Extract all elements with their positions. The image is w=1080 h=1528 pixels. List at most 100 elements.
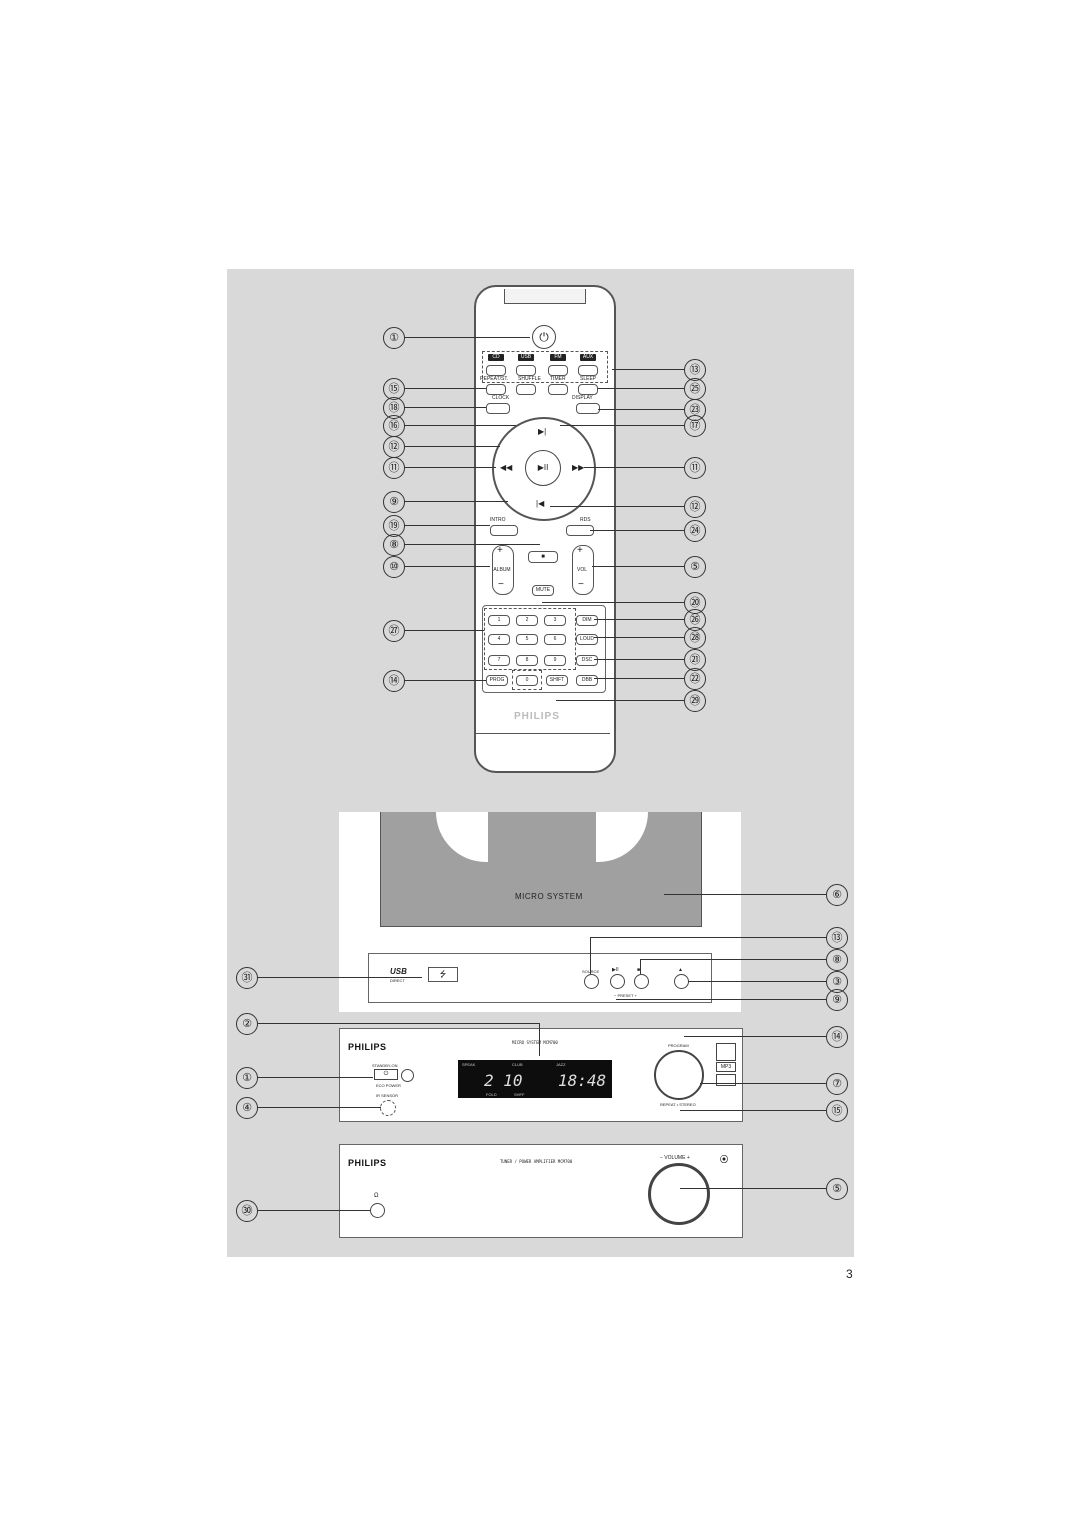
remote-top-notch [504,289,586,304]
fast-forward-icon[interactable]: ▶▶ [572,463,585,472]
leader [598,388,684,389]
leader [404,544,540,545]
album-rocker[interactable] [492,545,514,595]
amp-model: TUNER / POWER AMPLIFIER MCM700 [500,1159,573,1164]
leader [542,602,684,603]
leader [590,937,591,974]
shift-button[interactable]: SHIFT [546,675,568,686]
leader [640,959,826,960]
callout-remote-17: ⑰ [684,415,706,437]
callout-remote-29: ㉙ [684,690,706,712]
callout-cd-6: ⑥ [826,884,848,906]
key-2[interactable]: 2 [516,615,538,626]
usb-button[interactable] [516,365,536,376]
key-4[interactable]: 4 [488,634,510,645]
leader [556,700,684,701]
keypad-frame [482,605,606,693]
album-plus-icon: + [497,545,503,556]
source-group [482,351,608,383]
callout-remote-12b: ⑫ [684,496,706,518]
callout-remote-11: ⑪ [383,457,405,479]
vol-plus-icon: + [577,545,583,556]
leader [404,525,490,526]
sleep-button[interactable] [578,384,598,395]
dsc-button[interactable]: DSC [576,655,598,666]
fm-button[interactable] [548,365,568,376]
key-1[interactable]: 1 [488,615,510,626]
leader [257,1210,370,1211]
remote-brand: PHILIPS [514,711,560,722]
callout-main-2: ② [236,1013,258,1035]
callout-main-15: ⑮ [826,1100,848,1122]
display-left-digits: 2 10 [484,1071,523,1090]
source-button[interactable] [584,974,599,989]
play-pause-button-unit[interactable] [610,974,625,989]
key-3[interactable]: 3 [544,615,566,626]
leader [594,619,684,620]
intro-button[interactable] [490,525,518,536]
key-6[interactable]: 6 [544,634,566,645]
standby-button[interactable]: ⏻ [374,1069,398,1080]
program-dial[interactable] [654,1050,704,1100]
numeric-group [484,608,576,670]
leader [594,637,684,638]
leader [598,409,684,410]
standby-label: STANDBY-ON [372,1063,398,1068]
aux-label: AUX [580,354,596,361]
vol-label: VOL [576,567,587,573]
key-8[interactable]: 8 [516,655,538,666]
dbb-button[interactable]: DBB [576,675,598,686]
cd-logo: ⦿ [720,1155,728,1164]
headphone-jack[interactable] [370,1203,385,1218]
dim-button[interactable]: DIM [576,615,598,626]
eject-button[interactable] [674,974,689,989]
volume-knob[interactable] [648,1163,710,1225]
callout-amp-30: ㉚ [236,1200,258,1222]
stop-button[interactable]: ■ [528,551,558,563]
eco-power-button[interactable] [401,1069,414,1082]
shuffle-button[interactable] [516,384,536,395]
power-button[interactable]: ⏻ [532,325,556,349]
prev-album-icon[interactable]: |◀ [536,499,545,508]
main-model: MICRO SYSTEM MCM700 [512,1040,558,1045]
leader [680,1110,826,1111]
prog-button[interactable]: PROG [486,675,508,686]
ir-sensor [380,1100,396,1116]
leader [592,566,684,567]
clock-label: CLOCK [492,395,510,401]
cd-button[interactable] [486,365,506,376]
usb-direct-label: DIRECT [390,978,405,983]
volume-rocker[interactable] [572,545,594,595]
callout-cd-8: ⑧ [826,949,848,971]
mute-button[interactable]: MUTE [532,585,554,596]
display-tag-club: CLUB [512,1062,523,1067]
next-album-icon[interactable]: ▶| [538,427,547,436]
amp-brand: PHILIPS [348,1158,387,1168]
leader [404,446,500,447]
stop-button-unit[interactable] [634,974,649,989]
aux-button[interactable] [578,365,598,376]
callout-main-7: ⑦ [826,1073,848,1095]
callout-remote-22: ㉒ [684,668,706,690]
callout-remote-8: ⑧ [383,534,405,556]
rewind-icon[interactable]: ◀◀ [500,463,513,472]
key-9[interactable]: 9 [544,655,566,666]
display-label: DISPLAY [572,395,593,401]
display-sub-fold: FOLD [486,1092,497,1097]
leader [404,680,486,681]
key-0[interactable]: 0 [516,675,538,686]
display-tag-speak: SPEAK [462,1062,476,1067]
page-number: 3 [846,1267,853,1281]
key-7[interactable]: 7 [488,655,510,666]
callout-remote-24: ㉔ [684,520,706,542]
leader [404,630,484,631]
key-5[interactable]: 5 [516,634,538,645]
clock-button[interactable] [486,403,510,414]
play-pause-button[interactable]: ▶II [525,450,561,486]
repeat-button[interactable] [486,384,506,395]
leader [680,1188,826,1189]
timer-button[interactable] [548,384,568,395]
usb-port[interactable]: ⭍ [428,967,458,982]
display-button[interactable] [576,403,600,414]
loud-button[interactable]: LOUD [576,634,598,645]
